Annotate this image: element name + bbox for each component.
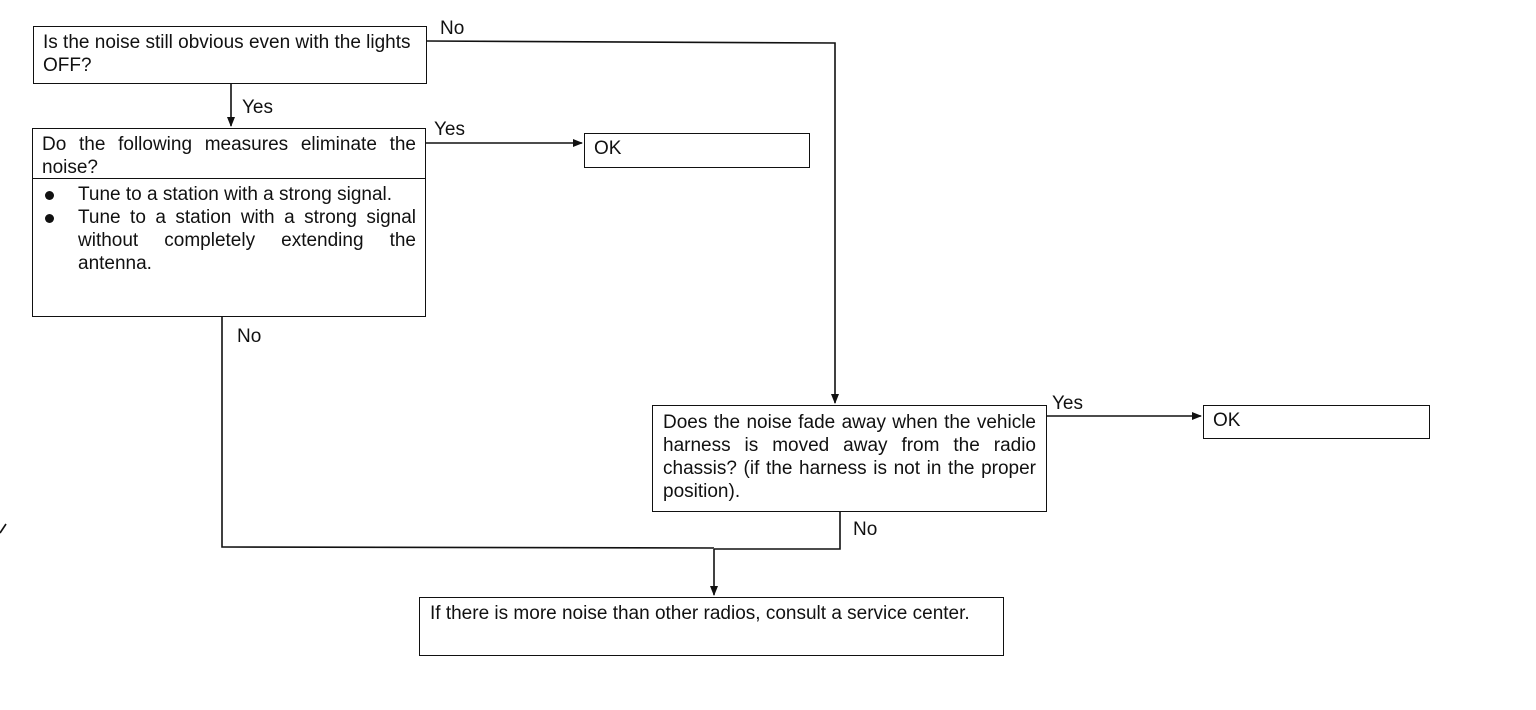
- edge-label-yes: Yes: [242, 97, 273, 118]
- edge-label-no: No: [440, 18, 465, 39]
- bullet-icon: [45, 191, 54, 200]
- bullet-icon: [45, 214, 54, 223]
- consult-service-center-text: If there is more noise than other radios…: [430, 603, 970, 624]
- result-ok-text: OK: [1213, 410, 1241, 431]
- question-measures-box: Do the following measures eliminate the …: [32, 128, 426, 317]
- question-measures-header: Do the following measures eliminate the …: [33, 129, 425, 179]
- edge-label-no: No: [853, 519, 878, 540]
- measures-list: Tune to a station with a strong signal. …: [33, 179, 425, 275]
- result-ok-text: OK: [594, 138, 622, 159]
- result-ok-box: OK: [584, 133, 810, 168]
- edge-label-yes: Yes: [434, 119, 465, 140]
- measure-item: Tune to a station with a strong signal w…: [42, 206, 416, 275]
- question-measures-text: Do the following measures eliminate the …: [42, 134, 416, 178]
- question-lights-off-text: Is the noise still obvious even with the…: [43, 32, 411, 76]
- question-lights-off-box: Is the noise still obvious even with the…: [33, 26, 427, 84]
- edge-q3-no-line: [714, 512, 841, 550]
- consult-service-center-box: If there is more noise than other radios…: [419, 597, 1004, 656]
- edge-q2-no-line: [221, 317, 715, 549]
- result-ok-box: OK: [1203, 405, 1430, 439]
- measure-item: Tune to a station with a strong signal.: [42, 183, 416, 206]
- question-harness-box: Does the noise fade away when the vehicl…: [652, 405, 1047, 512]
- question-harness-text: Does the noise fade away when the vehicl…: [663, 412, 1036, 502]
- edge-q1-no-line: [426, 40, 839, 404]
- measure-text: Tune to a station with a strong signal.: [78, 184, 393, 205]
- measure-text: Tune to a station with a strong signal w…: [78, 207, 416, 274]
- margin-mark: [0, 523, 7, 534]
- edge-label-yes: Yes: [1052, 393, 1083, 414]
- edge-label-no: No: [237, 326, 262, 347]
